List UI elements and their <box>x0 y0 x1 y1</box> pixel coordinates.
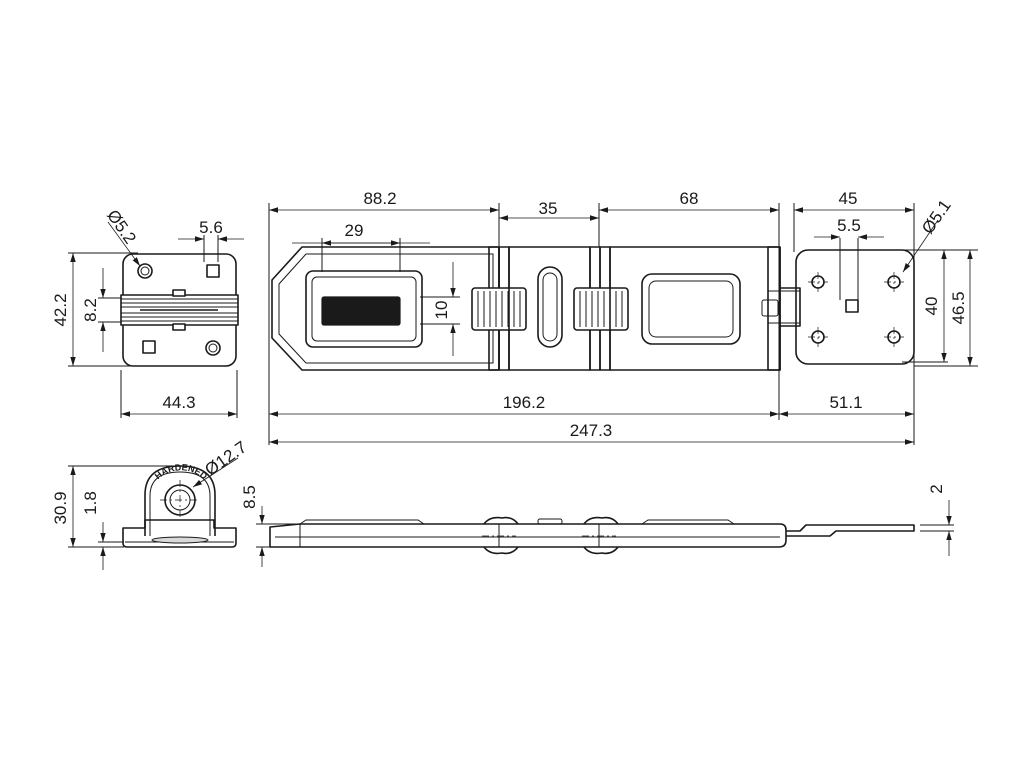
staple-top-view: 42.2 8.2 44.3 5.6 Ø5.2 <box>51 206 244 418</box>
dimension-lines <box>269 207 973 445</box>
dim-2: 2 <box>927 484 946 493</box>
dim-44-3: 44.3 <box>162 393 195 412</box>
right-link <box>609 246 781 371</box>
dim-51-1: 51.1 <box>829 393 862 412</box>
middle-slot <box>537 266 563 348</box>
staple-side-view: HARDENED 30.9 1.8 Ø12.7 <box>51 437 250 570</box>
dim-hole-5-2: Ø5.2 <box>103 206 140 247</box>
staple-square-bottom <box>142 340 156 354</box>
dim-46-5: 46.5 <box>949 291 968 324</box>
dim-42-2: 42.2 <box>51 293 70 326</box>
dim-35: 35 <box>539 199 558 218</box>
dim-196-2: 196.2 <box>503 393 546 412</box>
dim-247-3: 247.3 <box>570 421 613 440</box>
staple-eye <box>144 465 216 536</box>
dim-5-6: 5.6 <box>199 218 223 237</box>
dim-8-5: 8.5 <box>240 485 259 509</box>
dim-29: 29 <box>345 221 364 240</box>
staple-hole-bottom <box>205 340 221 356</box>
hinge-knuckle-left <box>471 287 527 331</box>
side-dimension-lines <box>70 457 239 570</box>
staple-hole-top <box>137 263 153 279</box>
staple-dimension-lines <box>70 221 244 417</box>
hasp-side-extension-lines <box>256 523 954 548</box>
hinge-pin <box>761 287 801 327</box>
dim-10: 10 <box>432 301 451 320</box>
slot-opening <box>321 296 401 326</box>
side-hinge-links <box>483 516 619 555</box>
staple-square-top <box>206 264 220 278</box>
dim-68: 68 <box>680 189 699 208</box>
hasp-side-plate <box>786 524 915 537</box>
dim-hole-5-1: Ø5.1 <box>918 196 955 237</box>
dim-eye-12-7: Ø12.7 <box>201 437 250 479</box>
dim-5-5: 5.5 <box>837 216 861 235</box>
hasp-top-view: 88.2 35 68 45 29 5.5 10 Ø5.1 40 46.5 196… <box>268 189 978 445</box>
staple-loop <box>120 289 239 331</box>
plate-square-hole <box>845 299 859 313</box>
hasp-side-body <box>269 523 787 548</box>
dim-30-9: 30.9 <box>51 491 70 524</box>
staple-extension-lines <box>68 235 238 418</box>
dim-40: 40 <box>922 297 941 316</box>
hasp-side-dimension-lines <box>259 500 952 567</box>
side-extension-lines <box>68 465 178 548</box>
dim-45: 45 <box>839 189 858 208</box>
right-link-window <box>641 273 741 345</box>
hinge-knuckle-right <box>573 287 629 331</box>
staple-plate <box>795 249 915 365</box>
dim-88-2: 88.2 <box>363 189 396 208</box>
staple-base <box>122 519 237 548</box>
dim-8-2: 8.2 <box>81 298 100 322</box>
hasp-window <box>305 270 423 348</box>
dim-1-8: 1.8 <box>81 491 100 515</box>
hasp-side-view: 8.5 2 <box>240 484 954 567</box>
